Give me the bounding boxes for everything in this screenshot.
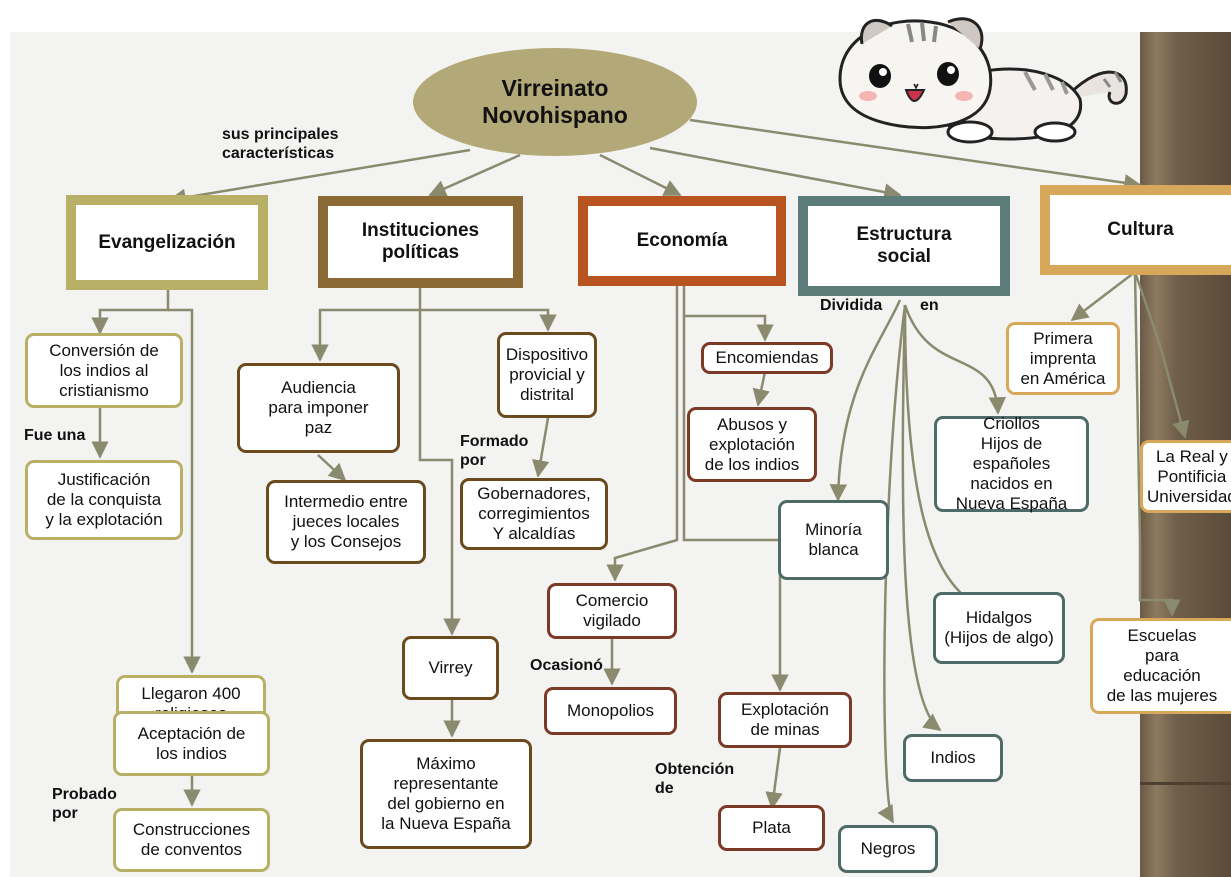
node-abusos: Abusos y explotación de los indios	[687, 407, 817, 482]
category-economia: Economía	[578, 196, 786, 286]
node-minoria: Minoría blanca	[778, 500, 889, 580]
node-dispositivo: Dispositivo provicial y distrital	[497, 332, 597, 418]
label-dividida: Dividida	[820, 297, 883, 314]
node-hidalgos: Hidalgos (Hijos de algo)	[933, 592, 1065, 664]
node-imprenta: Primera imprenta en América	[1006, 322, 1120, 395]
cat-sticker-image	[838, 17, 1128, 144]
node-virrey: Virrey	[402, 636, 499, 700]
label-ocasiono: Ocasionó	[530, 657, 603, 674]
category-instituciones: Instituciones políticas	[318, 196, 523, 288]
node-maximo: Máximo representante del gobierno en la …	[360, 739, 532, 849]
wall-divider	[1140, 782, 1231, 785]
node-justificacion: Justificación de la conquista y la explo…	[25, 460, 183, 540]
node-comercio: Comercio vigilado	[547, 583, 677, 639]
category-evangelizacion: Evangelización	[66, 195, 268, 290]
label-formado-por: Formado por	[460, 433, 529, 469]
node-intermedio: Intermedio entre jueces locales y los Co…	[266, 480, 426, 564]
category-cultura: Cultura	[1040, 185, 1231, 275]
node-audiencia: Audiencia para imponer paz	[237, 363, 400, 453]
label-probado-por: Probado por	[52, 786, 117, 822]
category-estructura: Estructura social	[798, 196, 1010, 296]
node-plata: Plata	[718, 805, 825, 851]
node-escuelas: Escuelas para educación de las mujeres	[1090, 618, 1231, 714]
node-real-pontificia: La Real y Pontificia Universidad	[1140, 440, 1231, 513]
node-negros: Negros	[838, 825, 938, 873]
node-aceptacion: Aceptación de los indios	[113, 711, 270, 776]
node-conversion: Conversión de los indios al cristianismo	[25, 333, 183, 408]
node-gobernadores: Gobernadores, corregimientos Y alcaldías	[460, 478, 608, 550]
node-encomiendas: Encomiendas	[701, 342, 833, 374]
node-criollos: Criollos Hijos de españoles nacidos en N…	[934, 414, 1089, 513]
node-monopolios: Monopolios	[544, 687, 677, 735]
label-principales: sus principales características	[222, 126, 339, 162]
label-fue-una: Fue una	[24, 427, 86, 444]
node-indios: Indios	[903, 734, 1003, 782]
node-explotacion-minas: Explotación de minas	[718, 692, 852, 748]
node-construcciones: Construcciones de conventos	[113, 808, 270, 872]
title-oval: Virreinato Novohispano	[413, 48, 697, 156]
label-en: en	[920, 297, 939, 314]
label-obtencion-de: Obtención de	[655, 761, 735, 797]
